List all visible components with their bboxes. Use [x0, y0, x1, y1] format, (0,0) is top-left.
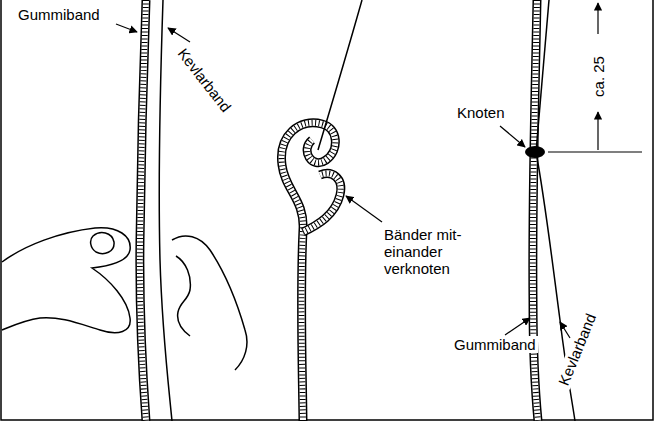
part-label: Knoten: [455, 104, 507, 121]
dimension-label: ca. 25: [590, 54, 607, 99]
kevlar-band: [536, 0, 549, 152]
instruction-label: Bänder mit- einander verknoten: [382, 226, 482, 277]
rubber-band: [140, 0, 146, 421]
kevlar-band: [318, 0, 362, 150]
part-label: Gummiband: [16, 6, 102, 23]
hand: [2, 228, 247, 370]
part-label: Gummiband: [452, 336, 538, 353]
part-label: Kevlarband: [554, 309, 600, 389]
part-label: Kevlarband: [173, 43, 236, 116]
dimension: [548, 3, 642, 152]
knotted-rubber-band: [282, 123, 341, 421]
knot: [525, 146, 545, 158]
leader-arrows: [116, 24, 570, 338]
kevlar-band: [159, 0, 172, 421]
rubber-band: [533, 0, 538, 421]
